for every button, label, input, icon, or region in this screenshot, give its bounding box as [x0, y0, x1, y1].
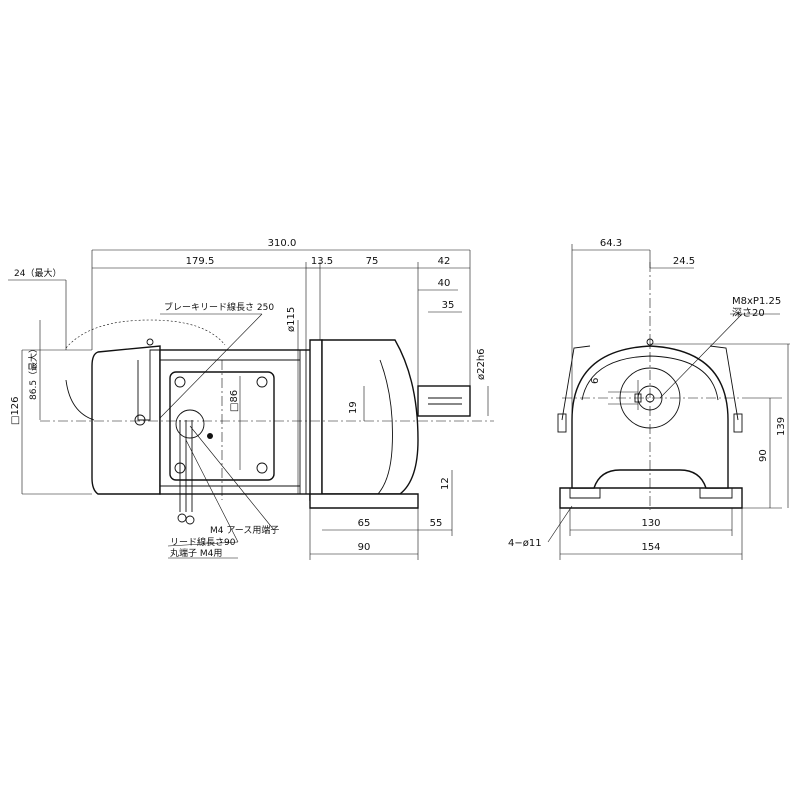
dim-foot-55: 55 — [430, 518, 443, 529]
note-earth-terminal: M4 アース用端子 — [210, 524, 279, 536]
dim-total-height: 139 — [776, 417, 787, 436]
dim-side-width-top: 64.3 — [600, 238, 622, 249]
output-shaft — [417, 385, 471, 417]
gear-housing — [321, 339, 419, 495]
side-view — [557, 262, 743, 510]
dim-key-length: 35 — [442, 300, 455, 311]
dim-shaft-offset: 19 — [348, 401, 359, 414]
earth-terminal — [175, 409, 205, 439]
gear-flange — [309, 339, 323, 501]
note-brake-lead: ブレーキリード線長さ 250 — [164, 301, 274, 313]
dim-mount-holes: 4−ø11 — [508, 538, 542, 549]
dim-brake-height: 86.5（最大） — [27, 344, 39, 400]
dim-tap-depth: 深さ20 — [732, 307, 765, 319]
dim-brake-extra: 24（最大） — [14, 267, 61, 279]
dim-tap-label: M8xP1.25 — [732, 296, 781, 307]
front-dimension-text: 310.0 179.5 13.5 75 42 40 35 24（最大） 86.5… — [10, 238, 487, 559]
dim-shaft-40: 40 — [438, 278, 451, 289]
dim-center-height: 90 — [758, 449, 769, 462]
dim-motor-square: □126 — [10, 396, 21, 425]
dim-shaft-dia: ø22h6 — [476, 348, 487, 380]
front-dimensions — [8, 249, 489, 560]
dim-foot-65: 65 — [358, 518, 371, 529]
dim-side-key-offset: 24.5 — [673, 256, 695, 267]
dim-key-width: 6 — [590, 378, 601, 384]
dim-base-width: 154 — [641, 542, 660, 553]
dim-shaft-length: 42 — [438, 256, 451, 267]
dim-foot-90: 90 — [358, 542, 371, 553]
dim-motor-length: 179.5 — [186, 256, 215, 267]
motor-rear-cover — [91, 345, 161, 495]
note-lead-length: リード線長さ90 — [170, 536, 236, 548]
side-dimension-text: 64.3 24.5 6 M8xP1.25 深さ20 90 139 130 154… — [508, 238, 787, 553]
side-dimensions — [547, 244, 790, 560]
side-body — [571, 345, 729, 489]
dim-gear-length: 75 — [366, 256, 379, 267]
brake-envelope — [65, 319, 226, 349]
dim-foot-height: 12 — [440, 477, 451, 490]
dim-overall-length: 310.0 — [268, 238, 297, 249]
dim-flange-dia: ø115 — [286, 307, 297, 332]
note-round-terminal: 丸端子 M4用 — [170, 547, 222, 559]
gear-foot — [309, 493, 419, 509]
front-view — [40, 319, 494, 525]
dim-terminal-square: □86 — [229, 390, 240, 412]
dim-flange-gap: 13.5 — [311, 256, 333, 267]
dim-base-span: 130 — [641, 518, 660, 529]
terminal-box — [169, 371, 275, 481]
